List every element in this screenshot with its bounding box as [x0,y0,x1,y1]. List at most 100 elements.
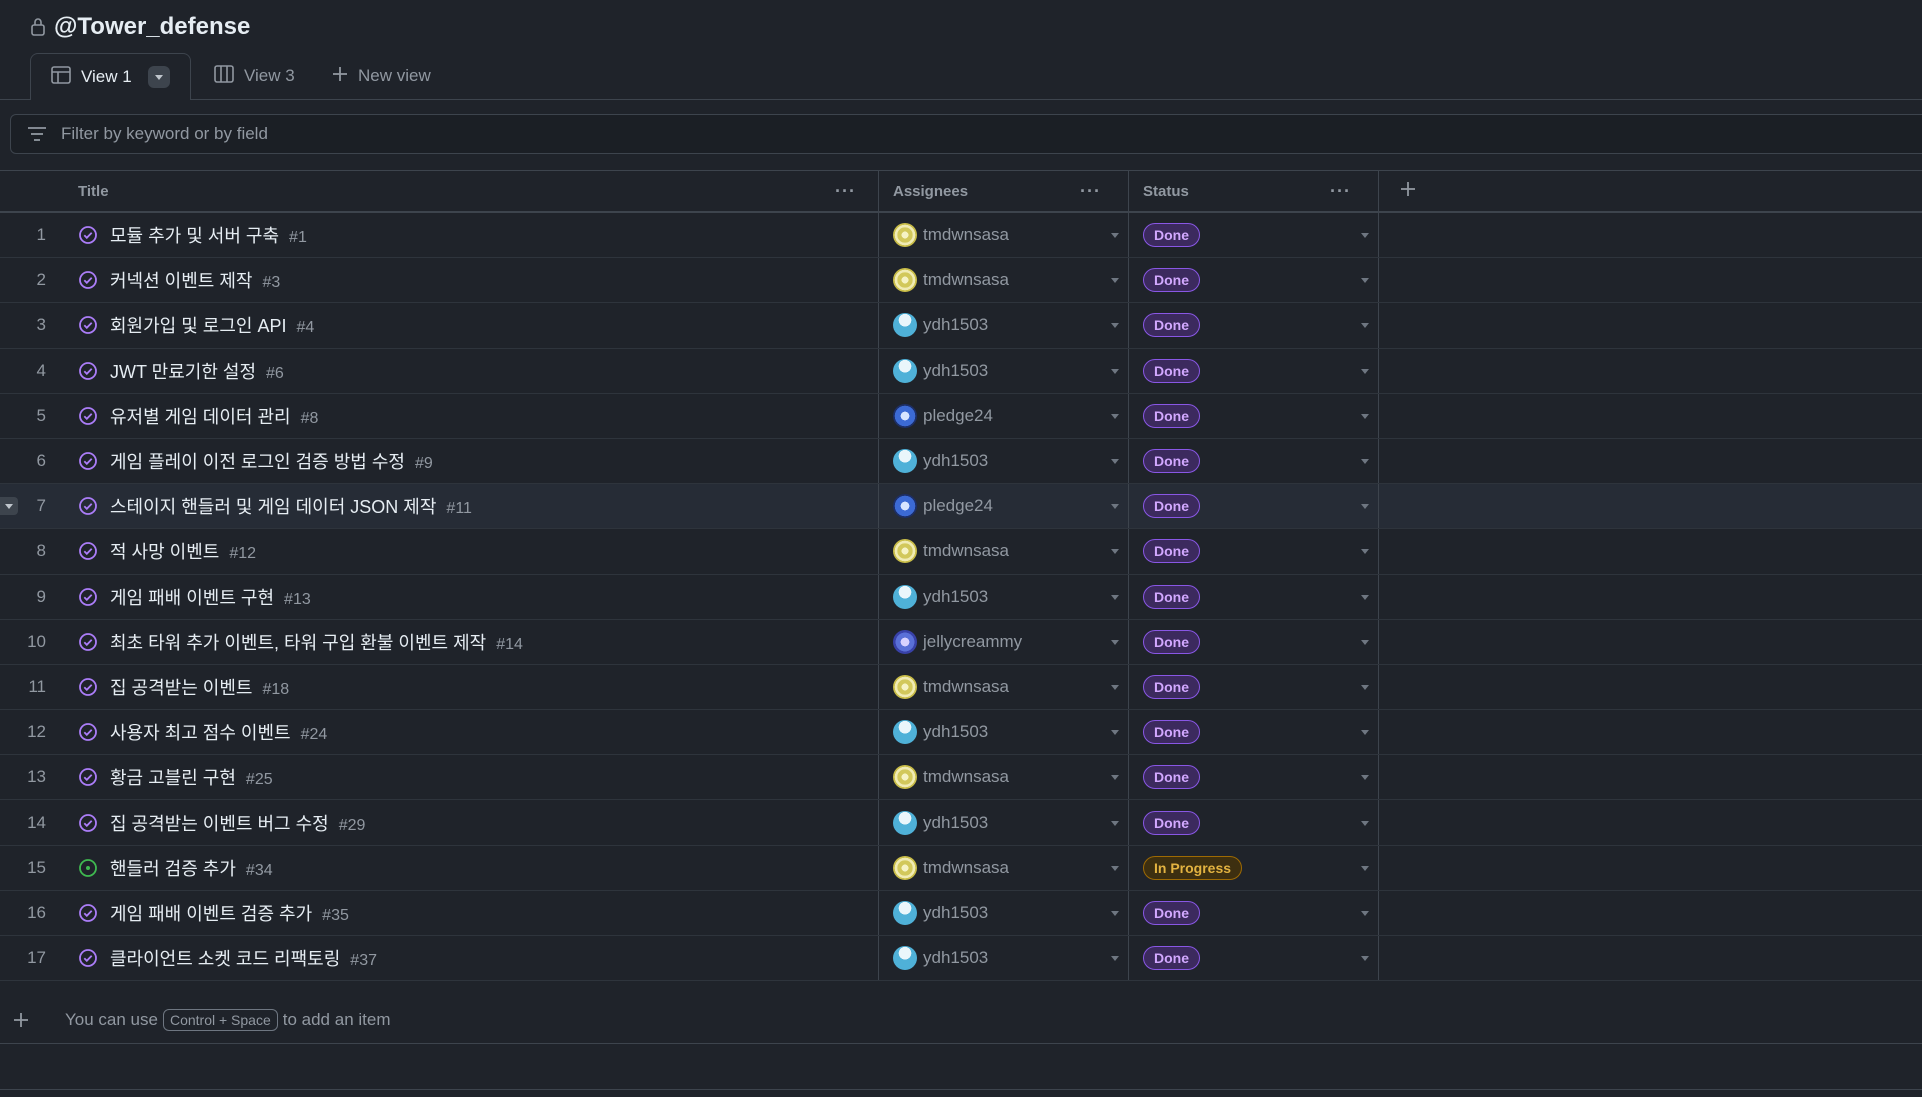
chevron-down-icon[interactable] [1361,504,1369,510]
chevron-down-icon[interactable] [1361,594,1369,600]
assignee-cell[interactable]: pledge24 [893,394,1123,438]
title-cell[interactable]: 집 공격받는 이벤트 버그 수정#29 [78,800,365,844]
column-header-status[interactable]: Status ··· [1143,171,1373,211]
table-row[interactable]: 16 게임 패배 이벤트 검증 추가#35 ydh1503 Done [0,890,1922,936]
chevron-down-icon[interactable] [1111,278,1119,284]
issue-number[interactable]: #25 [245,771,273,789]
issue-number[interactable]: #6 [266,364,284,382]
item-title[interactable]: 사용자 최고 점수 이벤트 [110,723,291,744]
title-cell[interactable]: 게임 플레이 이전 로그인 검증 방법 수정#9 [78,439,433,483]
item-title[interactable]: 핸들러 검증 추가 [110,858,236,879]
issue-number[interactable]: #1 [289,229,307,247]
status-cell[interactable]: Done [1143,620,1373,664]
item-title[interactable]: 황금 고블린 구현 [110,768,236,789]
issue-number[interactable]: #4 [296,319,315,337]
issue-number[interactable]: #8 [300,409,319,427]
status-cell[interactable]: Done [1143,394,1373,438]
assignee-cell[interactable]: ydh1503 [893,575,1123,619]
title-cell[interactable]: 최초 타워 추가 이벤트, 타워 구입 환불 이벤트 제작#14 [78,620,523,664]
issue-number[interactable]: #18 [262,680,290,698]
chevron-down-icon[interactable] [1361,865,1369,871]
title-cell[interactable]: 사용자 최고 점수 이벤트 #24 [78,710,327,754]
column-header-assignees[interactable]: Assignees ··· [893,171,1123,211]
item-title[interactable]: 스테이지 핸들러 및 게임 데이터 JSON 제작 [110,497,437,518]
title-cell[interactable]: 게임 패배 이벤트 구현#13 [78,575,311,619]
chevron-down-icon[interactable] [1111,730,1119,736]
status-cell[interactable]: Done [1143,665,1373,709]
item-title[interactable]: 게임 플레이 이전 로그인 검증 방법 수정 [110,452,405,473]
chevron-down-icon[interactable] [1361,910,1369,916]
assignee-cell[interactable]: ydh1503 [893,710,1123,754]
title-cell[interactable]: 회원가입 및 로그인 API #4 [78,303,314,347]
chevron-down-icon[interactable] [1111,233,1119,239]
issue-number[interactable]: #11 [446,500,472,518]
table-row[interactable]: 3 회원가입 및 로그인 API#4 ydh1503 Done [0,303,1922,349]
column-header-title[interactable]: Title ··· [78,171,878,211]
chevron-down-icon[interactable] [1361,233,1369,239]
status-cell[interactable]: Done [1143,529,1373,573]
chevron-down-icon[interactable] [1111,413,1119,419]
chevron-down-icon[interactable] [1361,278,1369,284]
title-cell[interactable]: 황금 고블린 구현 #25 [78,755,273,799]
column-options-icon[interactable]: ··· [1080,181,1101,201]
issue-number[interactable]: #37 [350,952,377,970]
title-cell[interactable]: 스테이지 핸들러 및 게임 데이터 JSON 제작 #11 [78,484,472,528]
assignee-cell[interactable]: ydh1503 [893,439,1123,483]
chevron-down-icon[interactable] [1111,368,1119,374]
chevron-down-icon[interactable] [1111,684,1119,690]
status-cell[interactable]: Done [1143,800,1373,844]
assignee-cell[interactable]: tmdwnsasa [893,529,1123,573]
table-row[interactable]: 7 스테이지 핸들러 및 게임 데이터 JSON 제작#11 pledge24 … [0,484,1922,530]
issue-number[interactable]: #12 [229,545,257,563]
status-cell[interactable]: Done [1143,439,1373,483]
assignee-cell[interactable]: tmdwnsasa [893,213,1123,257]
assignee-cell[interactable]: tmdwnsasa [893,665,1123,709]
assignee-cell[interactable]: tmdwnsasa [893,755,1123,799]
chevron-down-icon[interactable] [1361,549,1369,555]
issue-number[interactable]: #34 [245,861,273,879]
table-row[interactable]: 2 커넥션 이벤트 제작#3 tmdwnsasa Done [0,258,1922,304]
table-row[interactable]: 1 모듈 추가 및 서버 구축#1 tmdwnsasa Done [0,213,1922,259]
item-title[interactable]: 클라이언트 소켓 코드 리팩토링 [110,949,341,970]
status-cell[interactable]: Done [1143,258,1373,302]
assignee-cell[interactable]: ydh1503 [893,936,1123,980]
assignee-cell[interactable]: ydh1503 [893,891,1123,935]
title-cell[interactable]: 게임 패배 이벤트 검증 추가 #35 [78,891,349,935]
chevron-down-icon[interactable] [1361,820,1369,826]
table-row[interactable]: 8 적 사망 이벤트#12 tmdwnsasa Done [0,529,1922,575]
new-view-button[interactable]: New view [332,53,431,99]
issue-number[interactable]: #13 [284,590,311,608]
tab-view-1[interactable]: View 1 [30,53,191,100]
assignee-cell[interactable]: ydh1503 [893,800,1123,844]
issue-number[interactable]: #35 [322,906,349,924]
title-cell[interactable]: 커넥션 이벤트 제작#3 [78,258,280,302]
chevron-down-icon[interactable] [1361,368,1369,374]
chevron-down-icon[interactable] [1111,504,1119,510]
chevron-down-icon[interactable] [1111,956,1119,962]
item-title[interactable]: 게임 패배 이벤트 검증 추가 [110,903,313,924]
chevron-down-icon[interactable] [1361,684,1369,690]
table-row[interactable]: 5 유저별 게임 데이터 관리#8 pledge24 Done [0,393,1922,439]
status-cell[interactable]: Done [1143,213,1373,257]
table-row[interactable]: 11 집 공격받는 이벤트#18 tmdwnsasa Done [0,664,1922,711]
chevron-down-icon[interactable] [1361,639,1369,645]
chevron-down-icon[interactable] [1111,910,1119,916]
table-row[interactable]: 4 JWT 만료기한 설정#6 ydh1503 Done [0,348,1922,394]
chevron-down-icon[interactable] [1111,775,1119,781]
issue-number[interactable]: #14 [496,635,523,653]
add-field-button[interactable] [1400,171,1430,211]
item-title[interactable]: 회원가입 및 로그인 API [110,316,287,337]
status-cell[interactable]: In Progress [1143,846,1373,890]
table-row[interactable]: 17 클라이언트 소켓 코드 리팩토링#37 ydh1503 Done [0,936,1922,982]
status-cell[interactable]: Done [1143,755,1373,799]
chevron-down-icon[interactable] [1361,459,1369,465]
status-cell[interactable]: Done [1143,484,1373,528]
status-cell[interactable]: Done [1143,710,1373,754]
add-item-row[interactable]: You can use Control + Space to add an it… [0,997,1922,1044]
assignee-cell[interactable]: tmdwnsasa [893,258,1123,302]
table-row[interactable]: 15 핸들러 검증 추가#34 tmdwnsasa In Progress [0,845,1922,891]
assignee-cell[interactable]: ydh1503 [893,303,1123,347]
column-options-icon[interactable]: ··· [1330,181,1351,201]
issue-number[interactable]: #24 [300,726,328,744]
assignee-cell[interactable]: tmdwnsasa [893,846,1123,890]
